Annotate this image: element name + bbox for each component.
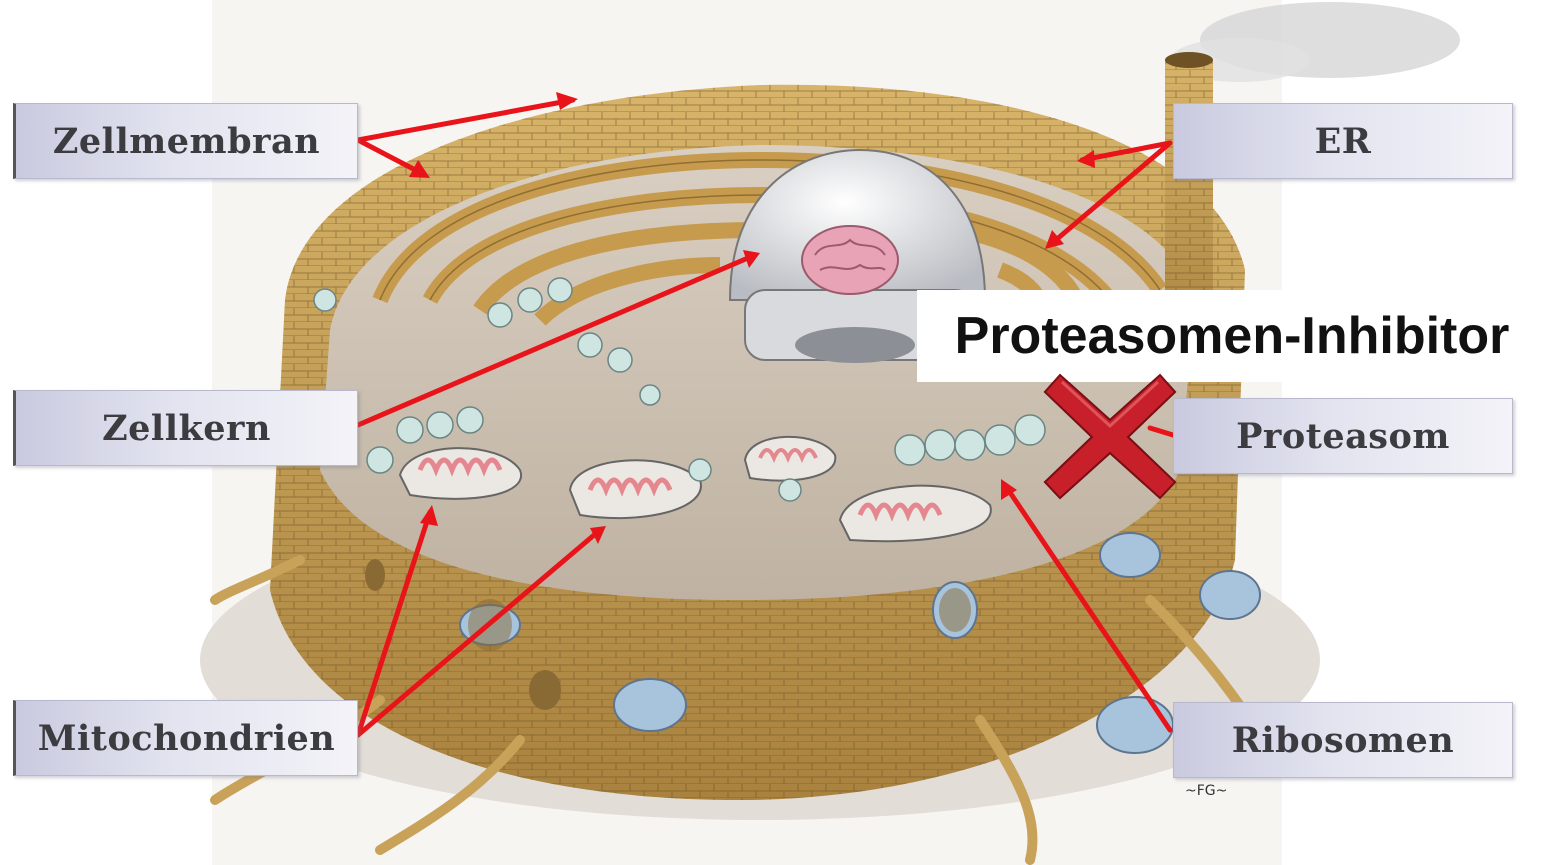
label-proteasome-text: Proteasom bbox=[1236, 416, 1450, 457]
inhibitor-headline-text: Proteasomen-Inhibitor bbox=[955, 306, 1510, 366]
label-nucleus-text: Zellkern bbox=[102, 408, 271, 449]
artist-signature: ~FG~ bbox=[1185, 783, 1227, 799]
label-ribosomes: Ribosomen bbox=[1173, 702, 1513, 778]
label-mitochondria: Mitochondrien bbox=[13, 700, 358, 776]
mitochondrion bbox=[745, 437, 835, 481]
label-nucleus: Zellkern bbox=[13, 390, 358, 466]
label-cell-membrane-text: Zellmembran bbox=[53, 121, 320, 162]
label-proteasome: Proteasom bbox=[1173, 398, 1513, 474]
label-ribosomes-text: Ribosomen bbox=[1232, 720, 1455, 761]
red-x-overlay bbox=[1040, 370, 1180, 505]
label-mitochondria-text: Mitochondrien bbox=[38, 718, 336, 759]
label-er-text: ER bbox=[1315, 121, 1372, 162]
inhibitor-headline: Proteasomen-Inhibitor bbox=[917, 290, 1547, 382]
mitochondrion bbox=[400, 448, 521, 499]
label-er: ER bbox=[1173, 103, 1513, 179]
label-cell-membrane: Zellmembran bbox=[13, 103, 358, 179]
brain bbox=[802, 226, 898, 294]
